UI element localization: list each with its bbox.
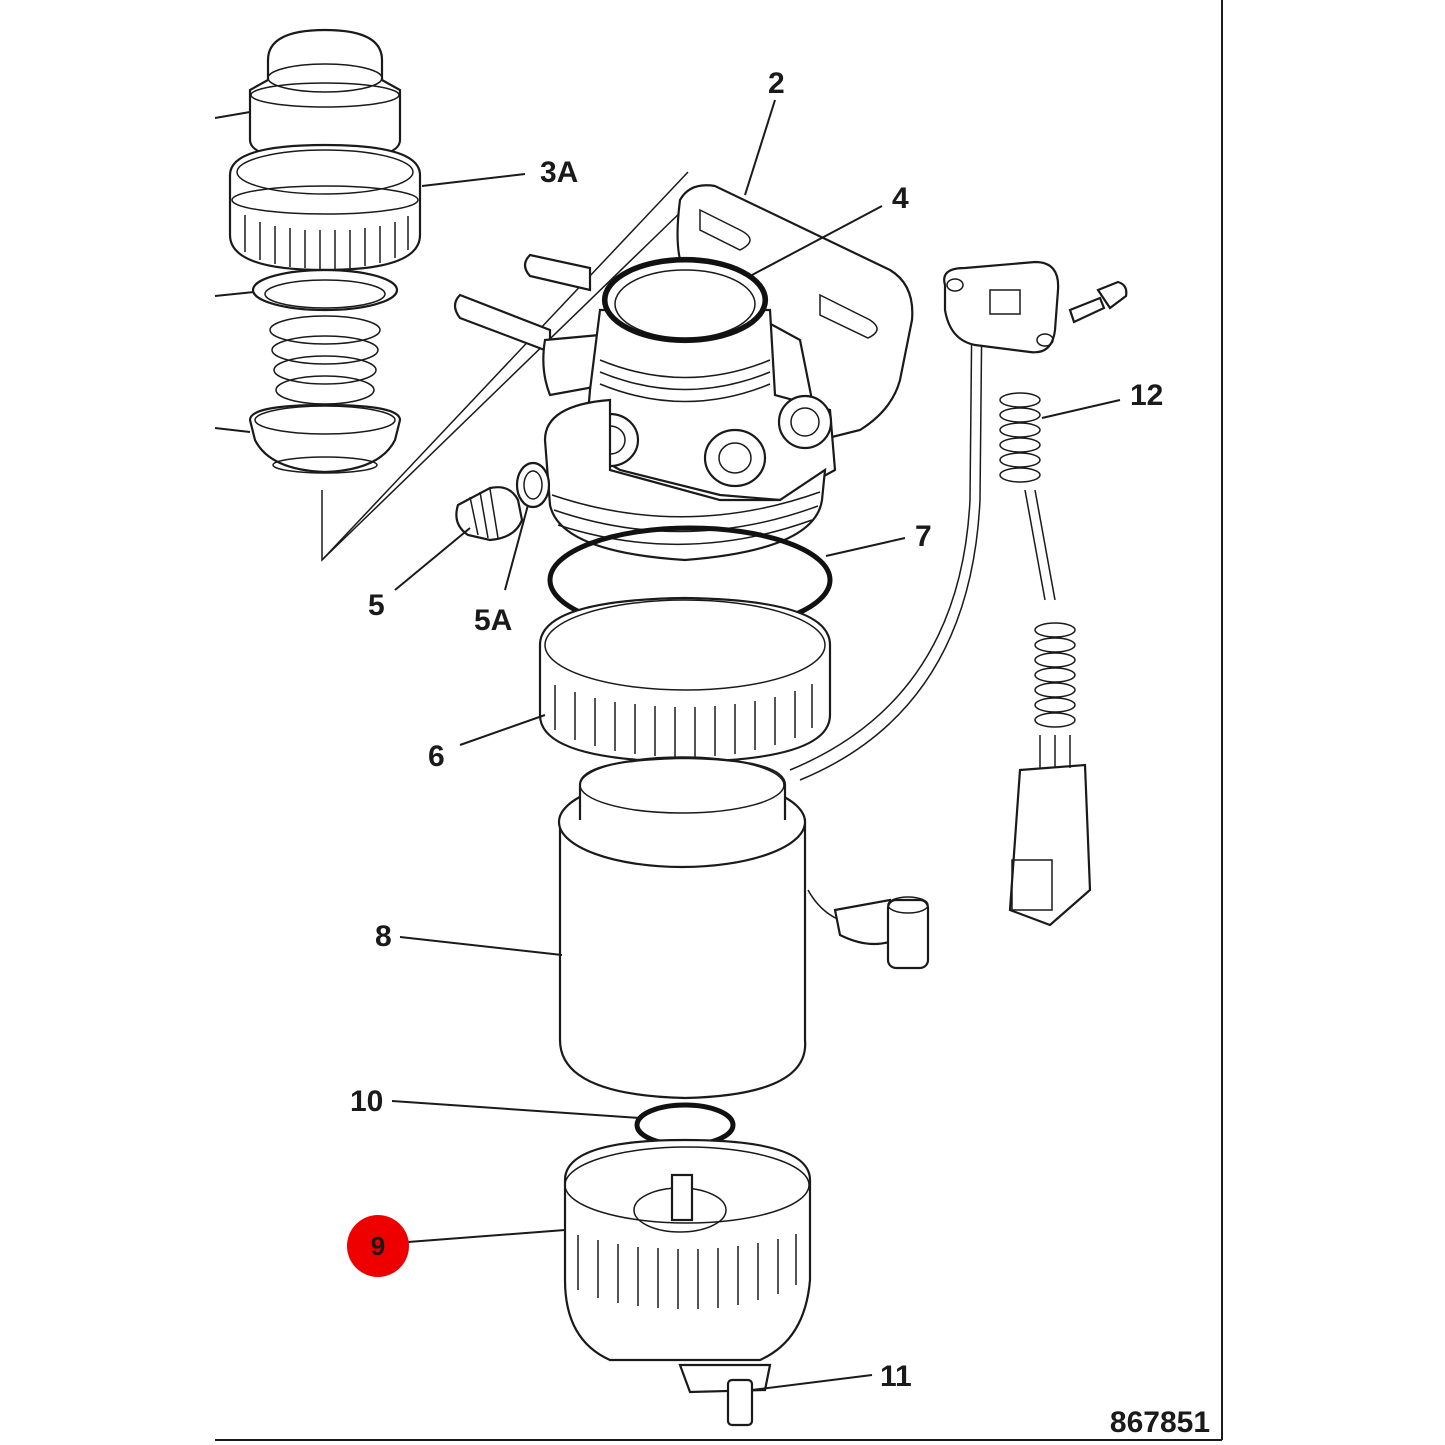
hand-primer-assembly	[214, 28, 689, 562]
highlighted-callout-9: 9	[347, 1215, 409, 1277]
callout-3a: 3A	[540, 156, 578, 189]
callout-2: 2	[768, 67, 785, 100]
bleed-screw	[455, 486, 524, 542]
head-o-ring	[602, 257, 768, 343]
drawing-frame	[215, 0, 1223, 1441]
filter-head	[453, 184, 914, 562]
primer-locking-ring	[228, 143, 422, 272]
callout-10: 10	[350, 1085, 383, 1118]
water-sensor-wire	[789, 299, 983, 970]
callout-5a: 5A	[474, 604, 512, 637]
callout-5: 5	[368, 589, 385, 622]
bleed-screw-washer	[515, 461, 551, 509]
callout-6: 6	[428, 740, 445, 773]
water-separator-bowl	[563, 1138, 812, 1394]
highlight-marker	[347, 1215, 409, 1277]
callout-11: 11	[880, 1360, 912, 1393]
callout-12: 12	[1130, 379, 1163, 412]
primer-spring	[269, 315, 381, 405]
sensor-connector-harness	[943, 260, 1092, 927]
callout-9: 9	[371, 1231, 385, 1261]
filter-element	[557, 756, 807, 1100]
locking-ring	[538, 596, 832, 764]
drain-tap	[726, 1378, 754, 1427]
drawing-number: 867851	[1110, 1406, 1210, 1439]
leader-lines	[391, 99, 1121, 1391]
callout-7: 7	[915, 520, 932, 553]
callout-4: 4	[892, 182, 909, 215]
callout-8: 8	[375, 920, 392, 953]
mounting-screw	[1068, 280, 1128, 324]
